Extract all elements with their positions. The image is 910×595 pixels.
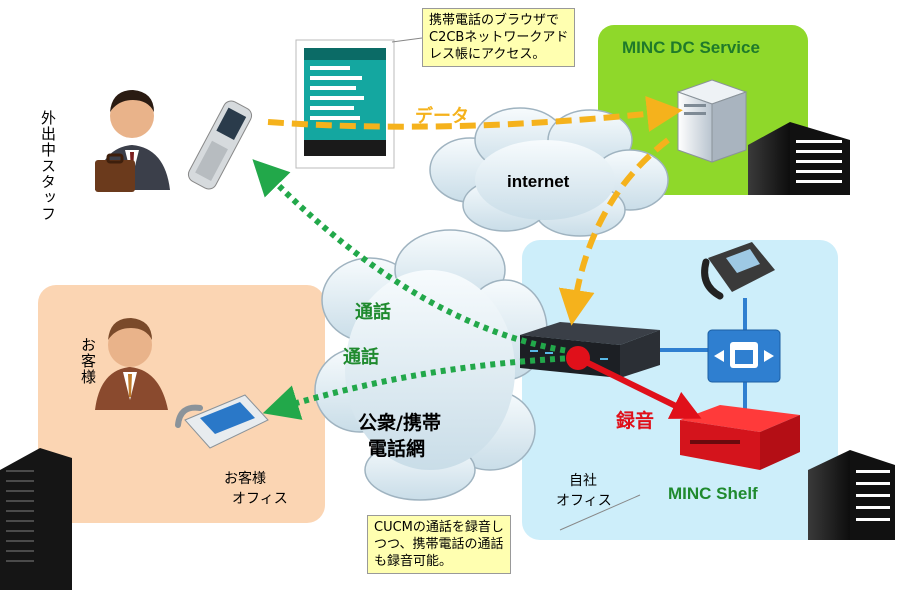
pstn-label-line2: 電話網 <box>368 438 426 460</box>
browser-callout-line2: C2CBネットワークアド <box>429 30 569 45</box>
customer-building-icon <box>0 448 72 590</box>
internet-cloud <box>429 107 669 237</box>
record-label: 録音 <box>616 410 655 432</box>
ip-phone-icon <box>701 242 775 300</box>
dc-server-icon <box>676 79 748 163</box>
dc-building-icon <box>748 122 850 195</box>
staff-label: 外出中スタッフ <box>39 110 57 222</box>
customer-office-label-line2: オフィス <box>232 491 288 507</box>
callout-browser-pointer <box>391 37 423 43</box>
own-office-label-line2: オフィス <box>556 493 612 509</box>
recording-callout: CUCMの通話を録音し つつ、携帯電話の通話 も録音可能。 <box>367 515 511 574</box>
browser-callout-line1: 携帯電話のブラウザで <box>429 13 560 28</box>
network-links <box>655 298 747 412</box>
call-manager-icon <box>707 329 781 383</box>
customer-person-icon <box>95 318 168 410</box>
recording-callout-line2: つつ、携帯電話の通話 <box>374 537 504 552</box>
staff-person-icon <box>95 90 170 192</box>
call-label-customer: 通話 <box>343 347 379 368</box>
desk-phone-icon <box>175 394 269 449</box>
browser-callout: 携帯電話のブラウザで C2CBネットワークアド レス帳にアクセス。 <box>422 8 576 67</box>
mobile-phone-icon <box>187 100 253 190</box>
recording-callout-line1: CUCMの通話を録音し <box>374 520 504 535</box>
recording-point <box>566 346 590 370</box>
dc-service-label: MINC DC Service <box>622 38 760 57</box>
minc-shelf-label: MINC Shelf <box>668 484 758 503</box>
customer-label: お客様 <box>79 337 97 385</box>
browser-callout-line3: レス帳にアクセス。 <box>429 47 546 62</box>
callout-recording-pointer <box>559 494 641 531</box>
minc-shelf-device <box>680 405 800 470</box>
internet-label: internet <box>507 172 570 191</box>
data-label: データ <box>415 106 469 127</box>
call-arrow-to-customer <box>262 355 576 420</box>
recording-callout-line3: も録音可能。 <box>374 554 453 569</box>
call-arrow-to-mobile <box>252 159 576 355</box>
pstn-cloud <box>314 229 548 501</box>
recording-arrow <box>580 357 702 419</box>
call-label-mobile: 通話 <box>355 302 391 323</box>
data-arrow-to-dc <box>267 96 683 132</box>
pstn-label-line1: 公衆/携帯 <box>358 412 441 434</box>
own-office-label-line1: 自社 <box>569 473 597 489</box>
gateway-device <box>520 322 660 378</box>
office-building-icon <box>808 450 895 540</box>
data-arrow-to-gateway <box>558 137 670 326</box>
mobile-browser-screenshot <box>295 39 395 169</box>
customer-office-label-line1: お客様 <box>224 471 266 487</box>
